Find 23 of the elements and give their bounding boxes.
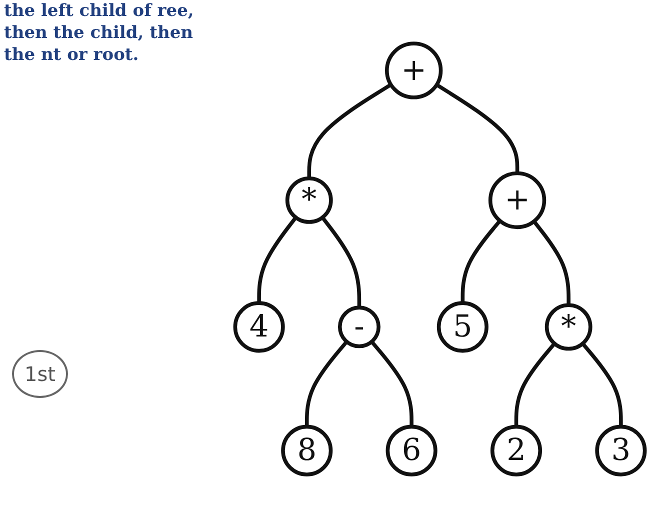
node-circle: 2	[490, 424, 542, 476]
node-circle: *	[285, 176, 333, 224]
connector	[436, 83, 520, 174]
node-circle: +	[384, 42, 443, 100]
connector	[257, 216, 298, 304]
node-circle: 6	[386, 424, 438, 476]
connector	[307, 83, 392, 178]
node-circle: 5	[436, 301, 488, 353]
node-circle: -	[338, 306, 380, 348]
node-circle: 8	[281, 424, 333, 476]
node-circle: 4	[233, 301, 285, 353]
instruction-text: the left child of ree, then the child, then the nt or root.	[4, 0, 195, 66]
handwritten-note: 1st	[12, 350, 68, 398]
connector	[320, 216, 362, 308]
connector	[370, 340, 414, 427]
connector	[460, 220, 502, 304]
node-circle: 3	[595, 424, 647, 476]
connector	[304, 340, 348, 427]
connector	[514, 342, 556, 427]
node-circle: +	[488, 171, 546, 230]
connector	[532, 220, 570, 306]
node-circle: *	[544, 303, 592, 351]
connector	[581, 342, 623, 427]
